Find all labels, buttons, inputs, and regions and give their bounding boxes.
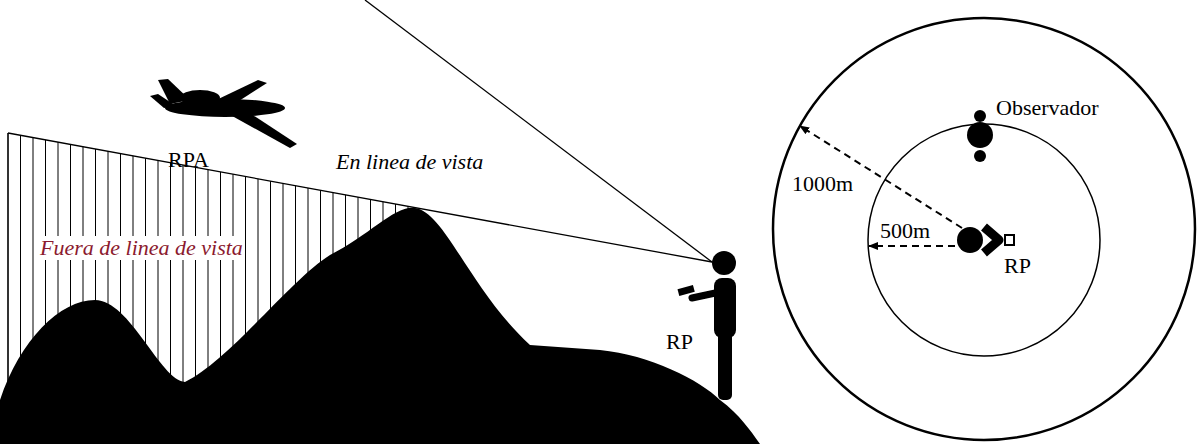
observer-symbol — [967, 110, 993, 162]
zone-label: Fuera de linea de vista — [38, 236, 245, 260]
pilot-label: RP — [1002, 254, 1033, 278]
drone-silhouette — [150, 79, 297, 148]
pilot-symbol — [957, 227, 1014, 253]
range-circle — [868, 124, 1100, 356]
dimension-label: 1000m — [790, 172, 855, 196]
dimension-label: 500m — [878, 219, 932, 243]
pilot-figure — [677, 251, 736, 400]
boundary-line — [7, 133, 8, 420]
observer-label: Observador — [994, 96, 1101, 120]
radius-arrow — [869, 245, 955, 247]
pilot-label: RP — [664, 330, 695, 354]
aircraft-label: RPA — [166, 148, 211, 172]
zone-label: En linea de vista — [334, 150, 485, 174]
range-circle — [773, 18, 1195, 440]
mountains — [0, 208, 760, 444]
